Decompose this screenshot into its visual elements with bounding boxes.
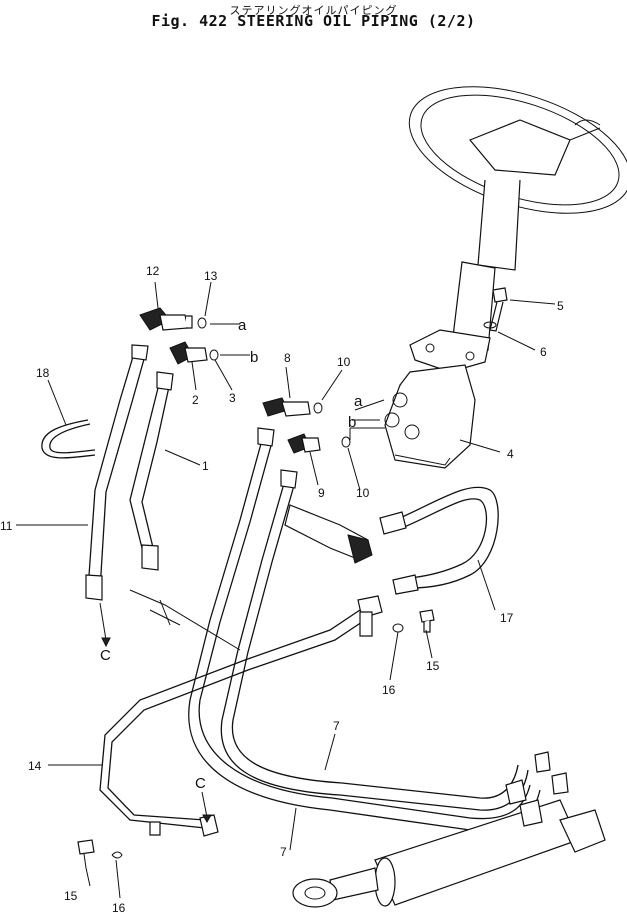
steering-cylinder-upper: [284, 504, 373, 564]
hose-11: [87, 349, 147, 591]
hose-7-inner: [220, 479, 529, 811]
port-label-b: b: [250, 349, 258, 366]
pipe-14: [99, 609, 366, 829]
japanese-title: ステアリングオイルパイピング: [229, 4, 398, 17]
callout-7-lower: 7: [280, 845, 287, 859]
elbow-fitting-12: [139, 307, 193, 331]
hose-1: [129, 379, 171, 561]
callout-8: 8: [284, 351, 291, 365]
callout-2: 2: [192, 393, 199, 407]
valve-port-label-a: a: [354, 393, 363, 410]
callout-14: 14: [28, 759, 42, 773]
bolt: [483, 287, 508, 332]
valve-port-label-b: b: [348, 414, 356, 431]
port-label-a: a: [238, 317, 247, 334]
callout-3: 3: [229, 391, 236, 405]
callout-18: 18: [36, 366, 50, 380]
callout-1: 1: [202, 459, 209, 473]
elbow-fitting-9: [287, 433, 321, 454]
callout-16-lower: 16: [112, 901, 126, 915]
callout-4: 4: [507, 447, 514, 461]
steering-column: [409, 179, 521, 373]
figure-title: Fig. 422 STEERING OIL PIPING (2/2): [151, 12, 476, 30]
hose-18: [41, 419, 96, 459]
leader-lines: [16, 281, 556, 899]
o-rings: [197, 317, 351, 448]
callout-15-lower: 15: [64, 889, 78, 903]
steering-cylinder-lower: [292, 799, 606, 908]
callout-10-upper: 10: [337, 355, 351, 369]
elbow-fitting-2: [169, 341, 208, 365]
callout-12: 12: [146, 264, 160, 278]
callout-13: 13: [204, 269, 218, 283]
callout-5: 5: [557, 299, 564, 313]
frame-lines: [129, 589, 241, 651]
callout-11: 11: [0, 519, 13, 533]
callout-7-upper: 7: [333, 719, 340, 733]
elbow-fitting-8: [262, 397, 311, 417]
callout-6: 6: [540, 345, 547, 359]
steering-valve: [384, 364, 476, 469]
callout-10-lower: 10: [356, 486, 370, 500]
connection-label-c-lower: C: [195, 775, 206, 792]
callout-17: 17: [500, 611, 514, 625]
callout-9: 9: [318, 486, 325, 500]
callout-15-upper: 15: [426, 659, 440, 673]
connection-label-c: C: [100, 647, 111, 664]
callout-16-upper: 16: [382, 683, 396, 697]
hose-17: [399, 486, 499, 589]
